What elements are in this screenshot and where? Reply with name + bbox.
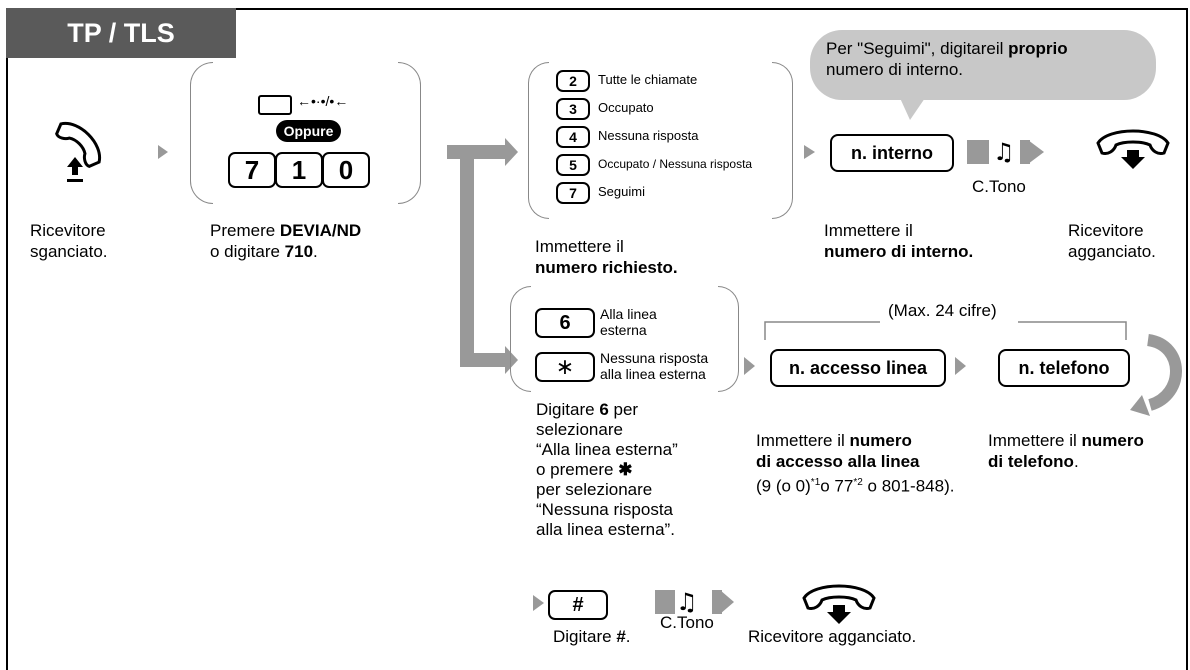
arrow-icon — [158, 145, 168, 159]
option-key: 3 — [556, 98, 590, 120]
outside-caption: Digitare 6 per selezionare “Alla linea e… — [536, 400, 678, 539]
extension-number-field: n. interno — [830, 134, 954, 172]
option-label: Nessuna risposta — [598, 128, 699, 143]
key-1: 1 — [275, 152, 323, 188]
phone-number-field: n. telefono — [998, 349, 1130, 387]
bracket-left — [190, 62, 213, 204]
option-label: Seguimi — [598, 184, 645, 199]
option-key: 4 — [556, 126, 590, 148]
key-star: ∗ — [535, 352, 595, 382]
line-access-field: n. accesso linea — [770, 349, 946, 387]
bracket-right — [398, 62, 421, 204]
option-label: Occupato — [598, 100, 654, 115]
option-label: Occupato / Nessuna risposta — [598, 157, 753, 171]
onhook-handset-icon — [802, 584, 876, 624]
option-label: Tutte le chiamate — [598, 72, 698, 87]
key-0: 0 — [322, 152, 370, 188]
svg-text:♫: ♫ — [993, 138, 1015, 166]
bracket-left — [510, 286, 531, 392]
option-key: 5 — [556, 154, 590, 176]
svg-text:♫: ♫ — [676, 588, 698, 616]
option-key: 7 — [556, 182, 590, 204]
key-7: 7 — [228, 152, 276, 188]
key-hash: # — [548, 590, 608, 620]
option-key: 2 — [556, 70, 590, 92]
onhook-bottom-caption: Ricevitore agganciato. — [748, 627, 917, 646]
diagram-frame — [6, 8, 1188, 670]
oppure-badge: Oppure — [276, 120, 341, 142]
tone-label: C.Tono — [660, 613, 714, 632]
diagram-graphics: ♫ ♫ — [55, 98, 1182, 624]
max-digits-label: (Max. 24 cifre) — [888, 301, 997, 320]
header-tab: TP / TLS — [6, 8, 236, 58]
devia-button-label: ←•·•/•← — [297, 93, 349, 109]
tone-label: C.Tono — [972, 177, 1026, 196]
devia-button-icon — [258, 95, 292, 115]
bracket-left — [528, 62, 549, 219]
hash-caption: Digitare #. — [553, 627, 631, 646]
onhook-handset-icon — [1096, 129, 1170, 169]
bracket-right — [718, 286, 739, 392]
key-6: 6 — [535, 308, 595, 338]
offhook-handset-icon — [55, 121, 102, 182]
bracket-right — [772, 62, 793, 219]
